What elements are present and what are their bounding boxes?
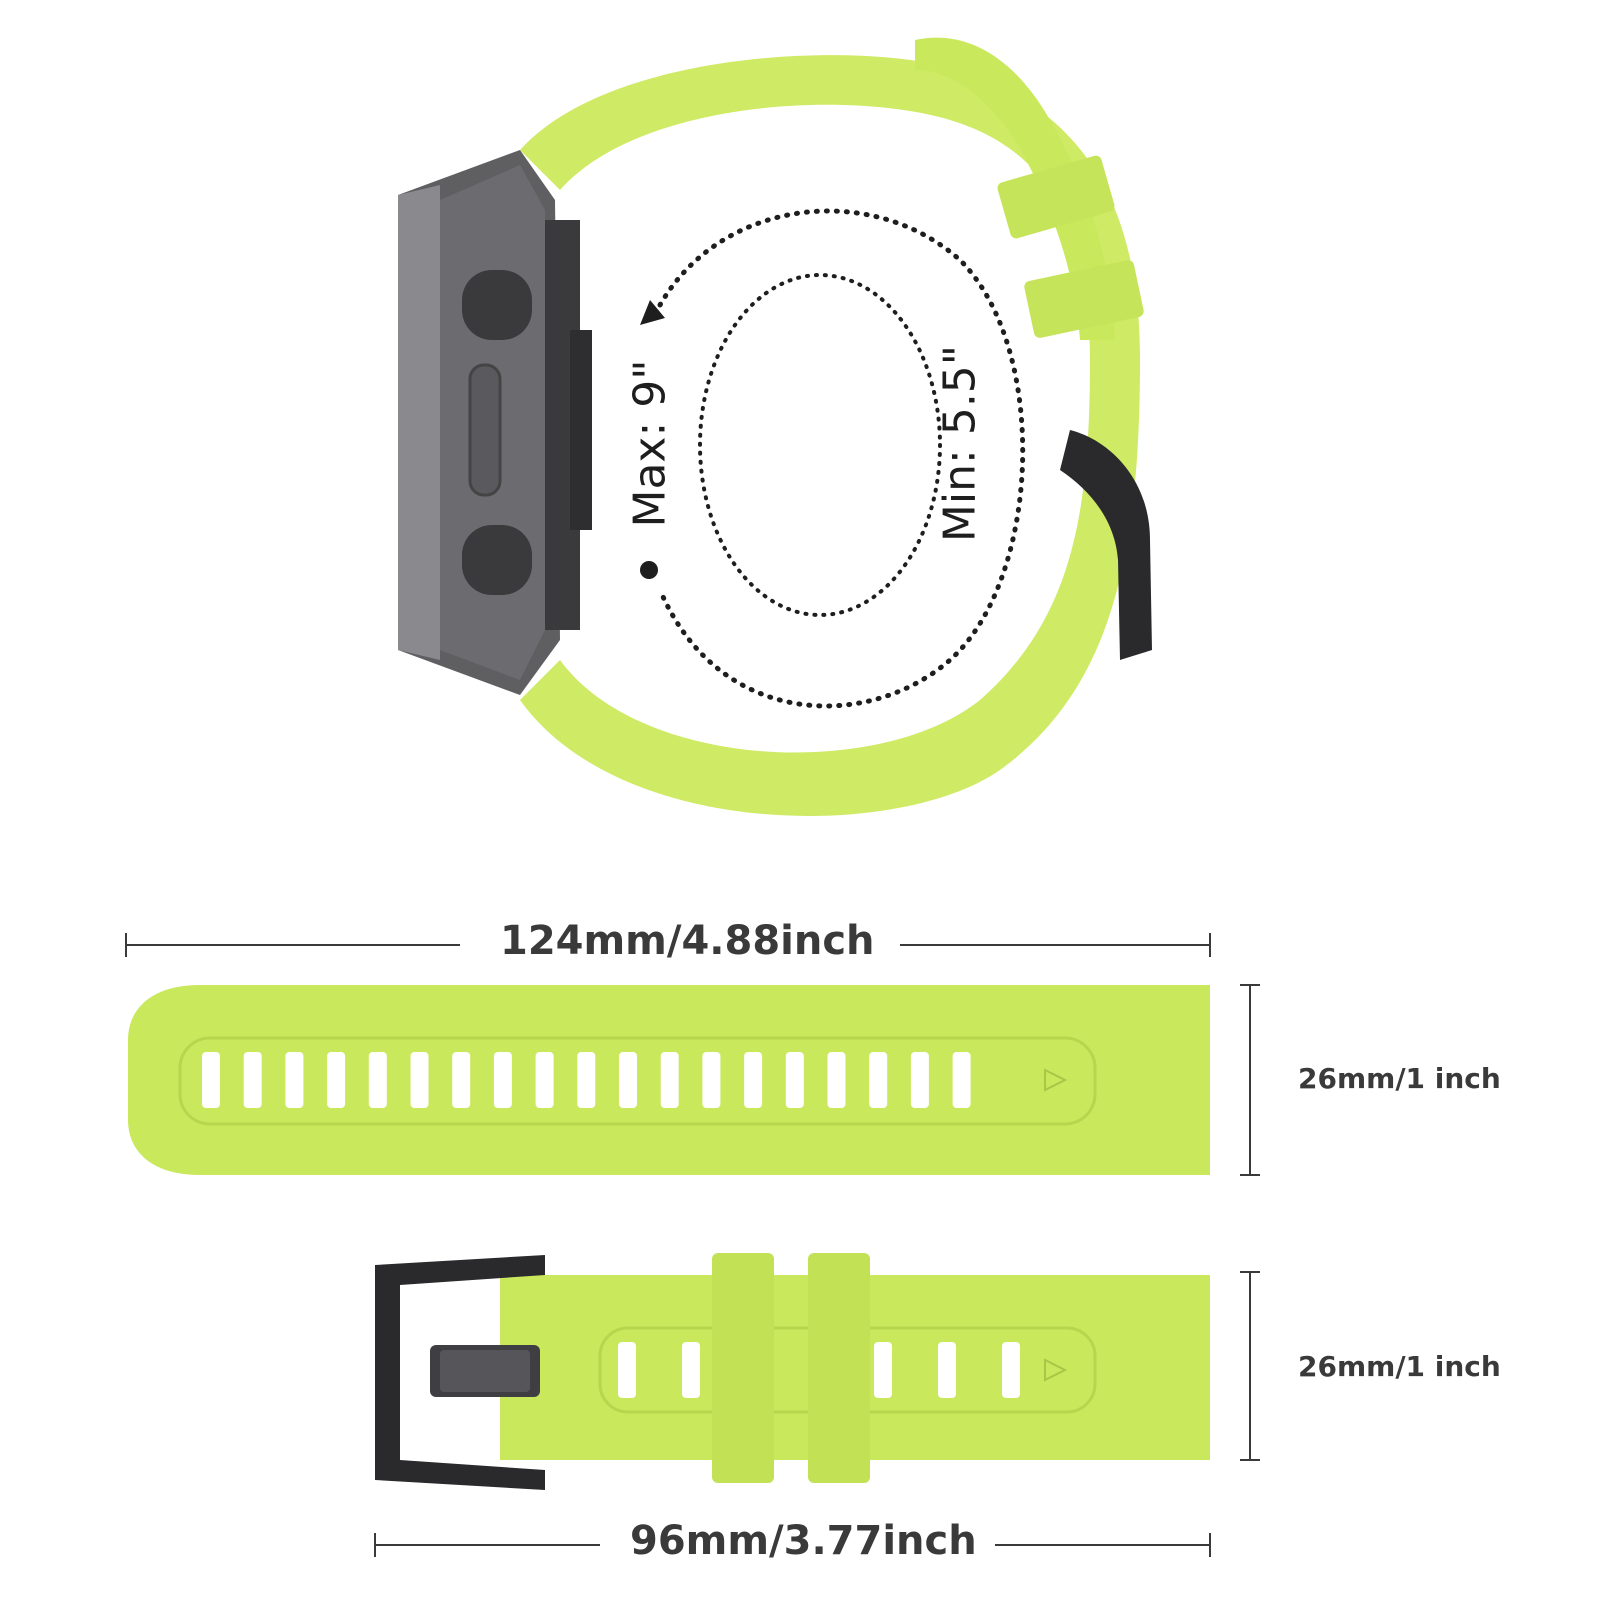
strap-hole	[702, 1052, 721, 1108]
long-strap-width-label: 26mm/1 inch	[1298, 1062, 1501, 1095]
arrow-icon	[1044, 1068, 1068, 1092]
strap-hole	[869, 1052, 888, 1108]
strap-hole	[938, 1342, 956, 1398]
strap-hole	[910, 1052, 929, 1108]
band-loop	[520, 55, 1140, 816]
keeper-1	[997, 155, 1115, 239]
short-strap	[374, 1253, 1260, 1557]
worn-watch	[398, 37, 1152, 816]
strap-hole	[785, 1052, 804, 1108]
keeper	[712, 1253, 774, 1483]
strap-hole	[285, 1052, 304, 1108]
strap-hole	[410, 1052, 429, 1108]
strap-hole	[682, 1342, 700, 1398]
strap-hole	[202, 1052, 220, 1108]
buckle-tongue-icon	[1060, 430, 1152, 660]
keeper	[808, 1253, 870, 1483]
short-strap-width-label: 26mm/1 inch	[1298, 1350, 1501, 1383]
strap-hole	[493, 1052, 512, 1108]
min-circumference-label: Min: 5.5"	[934, 344, 986, 543]
strap-hole	[660, 1052, 679, 1108]
long-strap-inset	[178, 1036, 1097, 1126]
max-circumference-label: Max: 9"	[624, 359, 676, 528]
watch-case-icon	[398, 150, 592, 695]
short-strap-length-label: 96mm/3.77inch	[630, 1518, 977, 1564]
strap-hole	[327, 1052, 346, 1108]
long-strap-length-label: 124mm/4.88inch	[500, 918, 875, 964]
arc-start-dot	[640, 561, 658, 579]
strap-hole	[874, 1342, 892, 1398]
strap-hole	[1002, 1342, 1020, 1398]
strap-hole	[952, 1052, 971, 1108]
strap-hole	[577, 1052, 596, 1108]
strap-hole	[619, 1052, 637, 1108]
strap-hole	[368, 1052, 387, 1108]
long-strap	[125, 933, 1260, 1176]
strap-hole	[827, 1052, 846, 1108]
strap-hole	[535, 1052, 554, 1108]
keeper-2	[1024, 260, 1144, 338]
long-strap-holes	[202, 1052, 971, 1108]
strap-hole	[744, 1052, 763, 1108]
strap-hole	[452, 1052, 471, 1108]
arrow-icon	[640, 300, 665, 325]
strap-hole	[243, 1052, 262, 1108]
max-circumference-arc	[657, 208, 1026, 709]
arrow-icon	[1044, 1358, 1068, 1382]
min-circumference-ellipse	[698, 273, 942, 617]
buckle-icon	[375, 1255, 545, 1490]
strap-hole	[618, 1342, 636, 1398]
